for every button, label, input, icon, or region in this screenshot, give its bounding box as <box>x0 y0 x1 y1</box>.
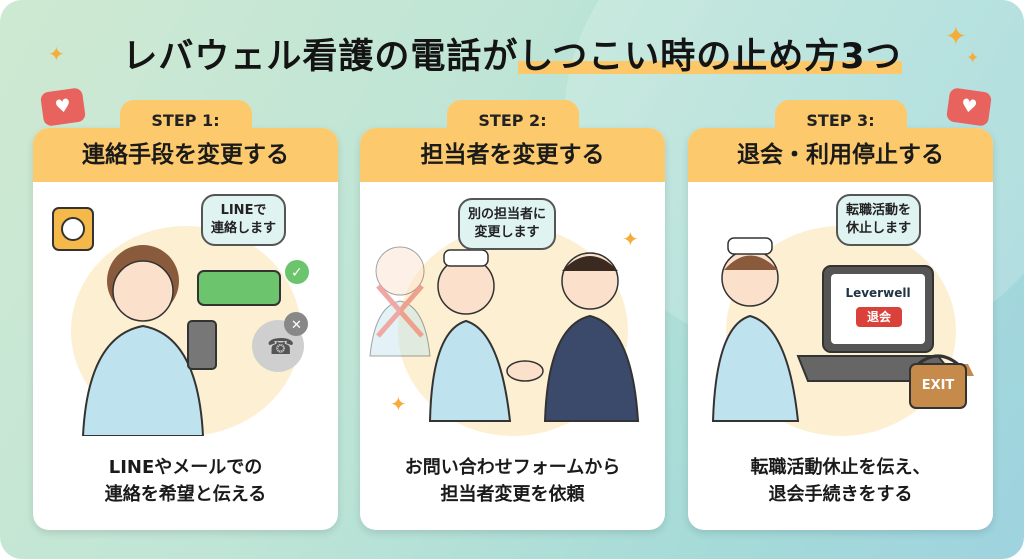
bubble-line: LINEで <box>220 203 267 218</box>
heart-notification-icon: ♥ <box>39 87 87 127</box>
step-card-2: STEP 2: 担当者を変更する ✦✦ 別の担当者に変更します お問い合わせフォ… <box>360 100 665 530</box>
step-card-1: STEP 1: 連絡手段を変更する ✓ ☎ ✕ LINEで連絡します LINEや… <box>33 100 338 530</box>
title-highlight: しつこい時の止め方3つ <box>518 37 902 77</box>
heart-notification-icon: ♥ <box>945 87 993 127</box>
step-heading: 退会・利用停止する <box>688 128 993 182</box>
svg-text:✦: ✦ <box>390 392 407 416</box>
sparkle-icon: ✦ <box>48 42 65 66</box>
desc-line: 担当者変更を依頼 <box>440 484 585 505</box>
speech-bubble: LINEで連絡します <box>201 194 287 246</box>
svg-text:✕: ✕ <box>291 318 302 333</box>
desc-line: お問い合わせフォームから <box>404 457 621 478</box>
step-heading: 連絡手段を変更する <box>33 128 338 182</box>
bubble-line: 転職活動を <box>846 203 912 218</box>
bubble-line: 連絡します <box>211 221 277 236</box>
speech-bubble: 別の担当者に変更します <box>458 198 557 250</box>
page-title: レバウェル看護の電話がしつこい時の止め方3つ <box>0 28 1024 79</box>
sparkle-icon: ✦ <box>966 48 980 67</box>
illustration-withdraw: Leverwell 退会 EXIT 転職活動を休止します <box>688 186 993 436</box>
svg-text:✓: ✓ <box>291 265 303 281</box>
speech-bubble: 転職活動を休止します <box>836 194 922 246</box>
handshake-illustration: ✦✦ <box>369 227 640 422</box>
step-card-3: STEP 3: 退会・利用停止する Leverwell 退会 EXIT 転職活動… <box>688 100 993 530</box>
nurse-phone-illustration: ✓ ☎ ✕ <box>52 207 309 436</box>
bubble-line: 別の担当者に <box>468 207 547 222</box>
illustration-contact: ✓ ☎ ✕ LINEで連絡します <box>33 186 338 436</box>
desc-line: 転職活動休止を伝え、 <box>750 457 931 478</box>
sparkle-icon: ✦ <box>945 22 967 52</box>
step-description: LINEやメールでの連絡を希望と伝える <box>33 454 338 508</box>
title-main: レバウェル看護の電話が <box>122 37 519 77</box>
svg-text:✦: ✦ <box>622 227 639 251</box>
withdraw-button[interactable]: 退会 <box>856 307 902 327</box>
laptop-brand: Leverwell <box>845 286 911 300</box>
svg-text:☎: ☎ <box>267 335 294 360</box>
desc-line: 退会手続きをする <box>768 484 913 505</box>
bubble-line: 変更します <box>474 225 540 240</box>
step-description: 転職活動休止を伝え、退会手続きをする <box>688 454 993 508</box>
exit-bag-label: EXIT <box>921 378 955 393</box>
nurse-laptop-illustration <box>711 237 974 422</box>
desc-line: 連絡を希望と伝える <box>104 484 267 505</box>
step-heading: 担当者を変更する <box>360 128 665 182</box>
step-description: お問い合わせフォームから担当者変更を依頼 <box>360 454 665 508</box>
bubble-line: 休止します <box>846 221 912 236</box>
illustration-change-staff: ✦✦ 別の担当者に変更します <box>360 186 665 436</box>
desc-line: LINEやメールでの <box>108 457 263 478</box>
